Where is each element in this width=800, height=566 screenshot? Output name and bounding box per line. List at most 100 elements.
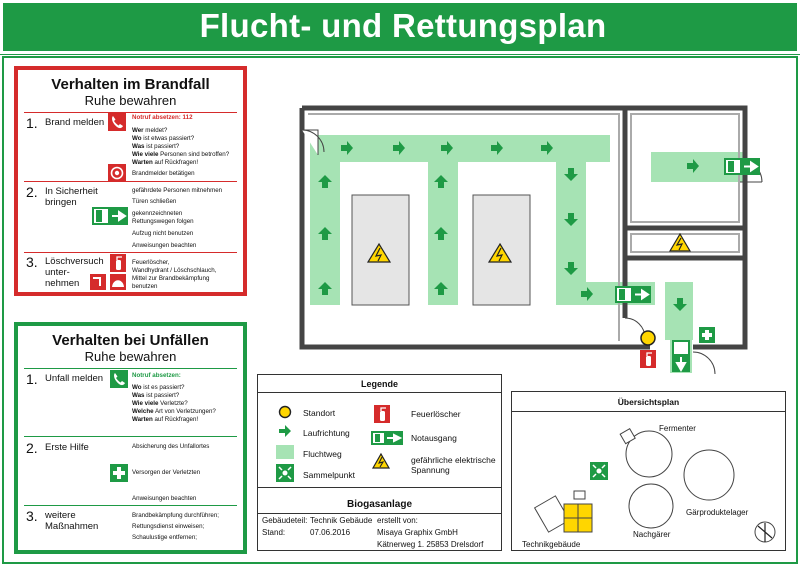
divider xyxy=(24,368,237,369)
emergency-exit-icon xyxy=(371,431,403,445)
first-aid-icon xyxy=(699,327,715,343)
arrow-right-icon xyxy=(341,141,353,155)
fermenter-tank xyxy=(625,430,673,478)
accident-panel-subtitle: Ruhe bewahren xyxy=(84,349,177,364)
fire-safety-line-3: gekennzeichneten xyxy=(132,210,183,217)
accident-step-3-number: 3. xyxy=(26,508,38,524)
arrow-right-icon xyxy=(581,287,593,301)
fire-alarm-icon xyxy=(108,164,126,182)
overview-title: Übersichtsplan xyxy=(512,392,785,412)
compass-icon xyxy=(754,521,776,543)
high-voltage-warning-icon xyxy=(371,452,391,469)
accident-step-1-number: 1. xyxy=(26,371,38,387)
fire-extinguisher-icon xyxy=(110,254,126,272)
arrow-up-icon xyxy=(318,282,332,295)
legend-standort: Standort xyxy=(303,408,336,418)
high-voltage-warning-icon xyxy=(366,242,392,263)
fire-step-1-label: Brand melden xyxy=(45,117,105,128)
accident-first-aid-line-2: Versorgen der Verletzten xyxy=(132,469,201,476)
arrow-up-icon xyxy=(318,227,332,240)
fire-extinguisher-icon xyxy=(374,405,390,423)
fire-panel-title: Verhalten im Brandfall xyxy=(51,76,210,93)
legend-title: Legende xyxy=(258,375,501,393)
legend-spannung-line1: gefährliche elektrische xyxy=(411,455,496,465)
divider xyxy=(258,487,501,488)
fire-step-3-label-line2: unter- xyxy=(45,267,70,278)
accident-step-1-label: Unfall melden xyxy=(45,373,104,384)
info-gebaeudeteil-label: Gebäudeteil: xyxy=(262,516,308,525)
emergency-exit-icon xyxy=(724,158,760,175)
fire-step-3-label-line3: nehmen xyxy=(45,278,80,289)
fire-extinguish-line-3: Mittel zur Brandbekämpfung xyxy=(132,275,210,282)
fire-safety-line-2: Türen schließen xyxy=(132,198,177,205)
accident-panel-title: Verhalten bei Unfällen xyxy=(52,332,209,349)
accident-step-2-label: Erste Hilfe xyxy=(45,442,89,453)
accident-measure-line-2: Rettungsdienst einweisen; xyxy=(132,523,205,530)
arrow-down-icon xyxy=(564,213,578,226)
arrow-down-icon xyxy=(673,298,687,311)
legend-spannung-line2: Spannung xyxy=(411,465,450,475)
divider xyxy=(24,112,237,113)
accident-first-aid-line-1: Absicherung des Unfallortes xyxy=(132,443,210,450)
overview-label-fermenter: Fermenter xyxy=(659,424,696,433)
phone-icon xyxy=(108,113,126,131)
fire-safety-line-4: Rettungswegen folgen xyxy=(132,218,194,225)
accident-question-4: Welche Art von Verletzungen? xyxy=(132,408,216,415)
accident-behavior-panel: Verhalten bei Unfällen Ruhe bewahren 1. … xyxy=(14,322,247,554)
fire-panel-subtitle: Ruhe bewahren xyxy=(84,93,177,108)
accident-question-3: Wie viele Verletzte? xyxy=(132,400,188,407)
building-walls xyxy=(299,105,748,350)
accident-question-1: Wo ist es passiert? xyxy=(132,384,185,391)
fire-step-2-label-line1: In Sicherheit xyxy=(45,186,98,197)
gaerprodukt-tank xyxy=(683,449,735,501)
info-gebaeudeteil: Technik Gebäude xyxy=(310,516,373,525)
standort-marker-icon xyxy=(278,405,292,419)
fire-question-3: Was ist passiert? xyxy=(132,143,180,150)
legend-sammelpunkt: Sammelpunkt xyxy=(303,470,355,480)
emergency-exit-icon xyxy=(92,207,128,225)
arrow-right-icon xyxy=(393,141,405,155)
overview-map xyxy=(533,427,776,543)
assembly-point-icon xyxy=(276,464,294,482)
first-aid-icon xyxy=(110,464,128,482)
legend-laufrichtung: Laufrichtung xyxy=(303,428,350,438)
arrow-up-icon xyxy=(318,175,332,188)
info-stand-label: Stand: xyxy=(262,528,286,537)
legend-notausgang: Notausgang xyxy=(411,433,457,443)
info-company: Misaya Graphix GmbH xyxy=(377,528,458,537)
fire-safety-line-5: Aufzug nicht benutzen xyxy=(132,230,194,237)
divider xyxy=(24,505,237,506)
divider xyxy=(24,436,237,437)
arrow-right-icon xyxy=(541,141,553,155)
plan-frame xyxy=(2,56,798,564)
fire-behavior-panel: Verhalten im Brandfall Ruhe bewahren 1. … xyxy=(14,66,247,296)
fire-notruf: Notruf absetzen: 112 xyxy=(132,114,193,121)
divider xyxy=(258,513,501,514)
assembly-point-icon xyxy=(590,462,608,480)
fire-hose-icon xyxy=(90,274,126,290)
you-are-here-marker xyxy=(640,330,656,346)
arrow-up-icon xyxy=(434,175,448,188)
fire-step-2-number: 2. xyxy=(26,184,38,200)
overview-label-gaerprodukt: Gärproduktelager xyxy=(686,508,749,517)
phone-icon xyxy=(110,370,128,388)
fire-step-3-label-line1: Löschversuch xyxy=(45,256,104,267)
fire-step-2-label-line2: bringen xyxy=(45,197,77,208)
fire-step-3-number: 3. xyxy=(26,254,38,270)
direction-arrows xyxy=(318,141,699,311)
accident-notruf: Notruf absetzen: xyxy=(132,372,181,379)
legend-fluchtweg: Fluchtweg xyxy=(303,449,342,459)
fire-extinguisher-icon xyxy=(640,350,656,368)
info-erstellt-label: erstellt von: xyxy=(377,516,418,525)
accident-question-2: Was ist passiert? xyxy=(132,392,180,399)
legend-box: Legende Standort Laufrichtung Fluchtweg … xyxy=(257,374,502,551)
info-stand: 07.06.2016 xyxy=(310,528,351,537)
arrow-up-icon xyxy=(434,227,448,240)
escape-route xyxy=(310,135,743,373)
fire-question-5: Warten auf Rückfragen! xyxy=(132,159,199,166)
arrow-right-icon xyxy=(687,159,699,173)
accident-step-3-label-line2: Maßnahmen xyxy=(45,521,99,532)
arrow-right-icon xyxy=(491,141,503,155)
fire-step-1-number: 1. xyxy=(26,115,38,131)
arrow-down-icon xyxy=(564,262,578,275)
